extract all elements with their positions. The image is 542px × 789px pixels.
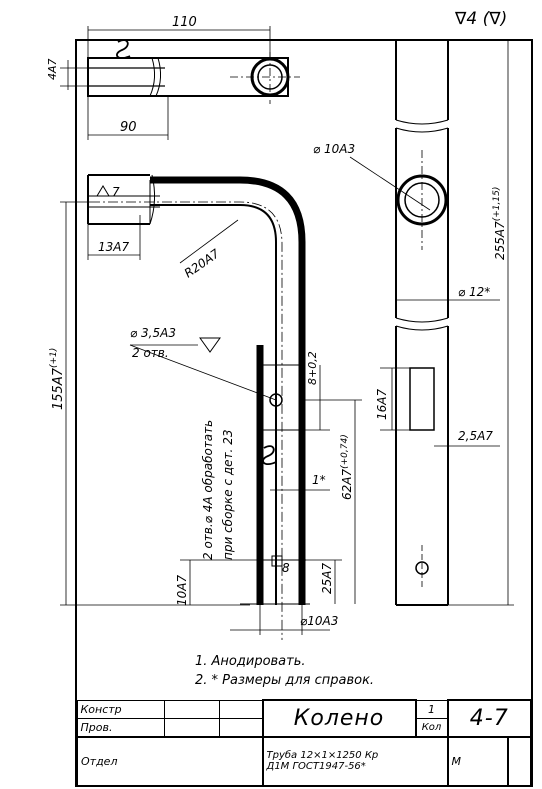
dim-8-tol: 8+0,2 bbox=[306, 351, 319, 385]
top-view bbox=[60, 26, 300, 140]
dim-phi10a3: ⌀ 10A3 bbox=[313, 142, 355, 156]
drawing-number: 4-7 bbox=[446, 699, 532, 738]
konstr-date bbox=[218, 699, 263, 719]
dim-hole-diameter: ⌀ 3,5A3 bbox=[130, 326, 176, 340]
department-label: Отдел bbox=[76, 735, 264, 788]
dim-25a7: 25A7 bbox=[320, 563, 334, 594]
dim-4a7: 4A7 bbox=[46, 58, 59, 80]
sheet-frame bbox=[75, 39, 533, 787]
dim-phi12: ⌀ 12* bbox=[458, 285, 490, 299]
dim-90: 90 bbox=[120, 120, 137, 135]
note-vertical-1: 2 отв.⌀ 4A обработать bbox=[201, 420, 215, 560]
dim-110: 110 bbox=[172, 15, 197, 30]
dim-1-star: 1* bbox=[312, 473, 326, 487]
dim-7: 7 bbox=[112, 185, 120, 199]
side-view bbox=[349, 40, 514, 606]
prov-date bbox=[218, 717, 263, 738]
dim-hole-count: 2 отв. bbox=[132, 346, 169, 360]
scale-cell: М bbox=[446, 735, 509, 788]
roughness-symbol: ∇4 (∇) bbox=[454, 9, 507, 29]
dim-155a7: 155A7(+1) bbox=[49, 348, 66, 410]
quantity-label: Кол bbox=[415, 717, 448, 738]
dim-62a7: 62A7(+0,74) bbox=[340, 434, 354, 500]
part-name: Колено bbox=[261, 699, 417, 738]
empty-cell bbox=[506, 735, 532, 788]
dim-phi10a3-bottom: ⌀10A3 bbox=[300, 614, 338, 628]
dim-8: 8 bbox=[282, 561, 290, 575]
dim-2-5a7: 2,5A7 bbox=[458, 429, 493, 443]
dim-16a7: 16A7 bbox=[375, 389, 389, 420]
dim-255a7: 255A7(+1,15) bbox=[492, 187, 507, 260]
prov-label: Пров. bbox=[76, 717, 165, 738]
konstr-label: Констр bbox=[76, 699, 165, 719]
note-1: 1. Анодировать. bbox=[195, 654, 306, 669]
technical-notes: 1. Анодировать. 2. * Размеры для справок… bbox=[195, 652, 374, 690]
dim-10a7: 10A7 bbox=[175, 575, 189, 606]
title-block: Констр Колено 1 4-7 Пров. Кол Отдел Труб… bbox=[76, 699, 532, 788]
wavy-break-mark-2 bbox=[262, 445, 277, 466]
quantity: 1 bbox=[415, 699, 448, 719]
dim-r20a7: R20A7 bbox=[182, 246, 223, 280]
konstr-sign bbox=[163, 699, 220, 719]
elbow-view bbox=[60, 174, 362, 640]
note-vertical-2: при сборке с дет. 23 bbox=[221, 430, 235, 560]
dim-13a7: 13A7 bbox=[98, 240, 129, 254]
note-2: 2. * Размеры для справок. bbox=[195, 673, 375, 688]
prov-sign bbox=[163, 717, 220, 738]
wavy-break-mark bbox=[116, 39, 131, 60]
triangle-7 bbox=[96, 185, 110, 197]
